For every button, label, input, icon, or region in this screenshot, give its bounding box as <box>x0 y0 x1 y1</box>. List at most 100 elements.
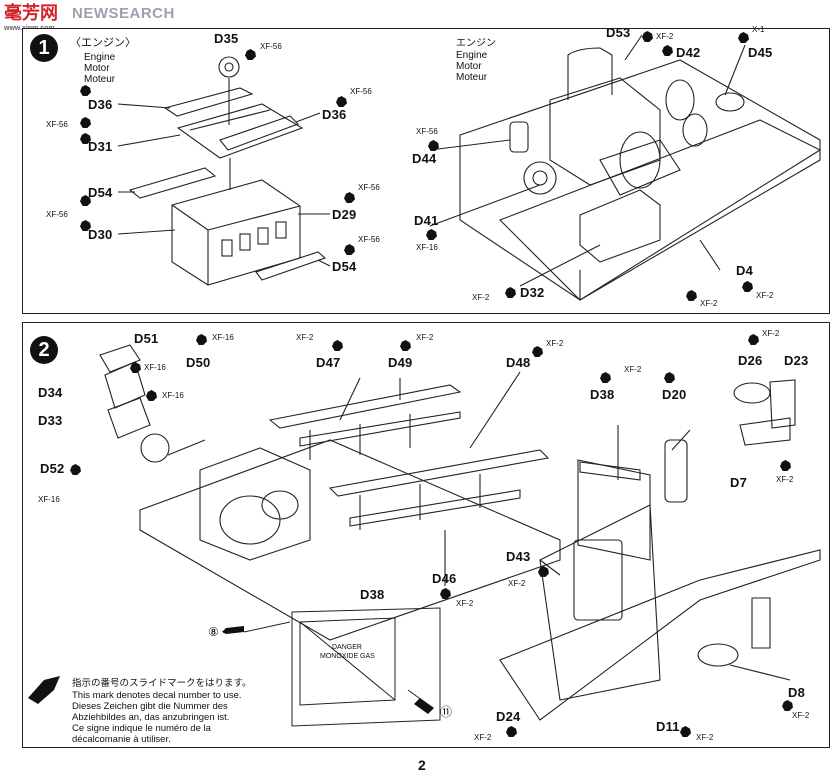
part-label-d53: D53 <box>606 25 631 40</box>
part-label-d38-top: D38 <box>590 387 615 402</box>
paint-drop-icon <box>80 133 91 144</box>
paint-ref-d45: X-1 <box>752 25 765 34</box>
paint-ref-d11: XF-2 <box>696 733 714 742</box>
watermark-brand: NEWSEARCH <box>72 5 175 22</box>
paint-ref-d38: XF-2 <box>624 365 642 374</box>
paint-drop-icon <box>664 372 675 383</box>
step1-title-de: Motor <box>84 63 110 74</box>
paint-ref-d36-right: XF-56 <box>350 87 372 96</box>
step1-panel <box>22 28 830 314</box>
part-label-d50: D50 <box>186 355 211 370</box>
paint-ref-d46: XF-2 <box>456 599 474 608</box>
paint-drop-icon <box>680 726 691 737</box>
part-label-d24: D24 <box>496 709 521 724</box>
paint-drop-icon <box>738 32 749 43</box>
decal-instruction-fr1: Ce signe indique le numéro de la <box>72 723 211 734</box>
part-label-d11: D11 <box>656 719 680 734</box>
paint-drop-icon <box>70 464 81 475</box>
paint-drop-icon <box>662 45 673 56</box>
paint-ref-d26: XF-2 <box>762 329 780 338</box>
paint-drop-icon <box>642 31 653 42</box>
part-label-d36-left: D36 <box>88 97 113 112</box>
paint-drop-icon <box>80 220 91 231</box>
decal-instruction-fr2: décalcomanie à utiliser. <box>72 734 171 745</box>
paint-drop-icon <box>748 334 759 345</box>
part-label-d49: D49 <box>388 355 413 370</box>
paint-ref-d52: XF-16 <box>38 495 60 504</box>
paint-ref-d48: XF-2 <box>546 339 564 348</box>
part-label-d4: D4 <box>736 263 754 278</box>
paint-ref-d4: XF-2 <box>756 291 774 300</box>
part-label-d26: D26 <box>738 353 763 368</box>
decal-instruction-en: This mark denotes decal number to use. <box>72 690 242 701</box>
step2-panel <box>22 322 830 748</box>
paint-drop-icon <box>80 117 91 128</box>
paint-drop-icon <box>742 281 753 292</box>
paint-ref-bottom: XF-2 <box>700 299 718 308</box>
part-label-d36-right: D36 <box>322 107 347 122</box>
paint-drop-icon <box>505 287 516 298</box>
step1-right-title-fr: Moteur <box>456 72 488 83</box>
part-label-d46: D46 <box>432 571 457 586</box>
paint-ref-d7: XF-2 <box>776 475 794 484</box>
paint-drop-icon <box>538 566 549 577</box>
decal-number-8: ⑧ <box>208 625 219 639</box>
paint-ref-d34: XF-16 <box>162 391 184 400</box>
step1-number: 1 <box>30 34 58 62</box>
paint-drop-icon <box>686 290 697 301</box>
paint-drop-icon <box>400 340 411 351</box>
part-label-d30: D30 <box>88 227 113 242</box>
step1-title-en: Engine <box>84 52 116 63</box>
part-label-d51: D51 <box>134 331 159 346</box>
step1-right-title-en: Engine <box>456 50 488 61</box>
paint-ref-d44: XF-56 <box>416 127 438 136</box>
paint-ref-d51: XF-16 <box>144 363 166 372</box>
paint-ref-d30: XF-56 <box>46 210 68 219</box>
part-label-d33: D33 <box>38 413 63 428</box>
part-label-d54-bottom: D54 <box>332 259 357 274</box>
step1-title-jp: 〈エンジン〉 <box>70 37 136 49</box>
decal-plate-line2: MONOXIDE GAS <box>320 653 375 660</box>
paint-ref-d53: XF-2 <box>656 32 674 41</box>
part-label-d29: D29 <box>332 207 357 222</box>
step1-right-title-de: Motor <box>456 61 482 72</box>
part-label-d45: D45 <box>748 45 773 60</box>
part-label-d23: D23 <box>784 353 809 368</box>
paint-drop-icon <box>344 244 355 255</box>
paint-drop-icon <box>428 140 439 151</box>
part-label-d35: D35 <box>214 31 239 46</box>
paint-ref-d54-bottom: XF-56 <box>358 235 380 244</box>
part-label-d32: D32 <box>520 285 545 300</box>
decal-instruction-de1: Dieses Zeichen gibt die Nummer des <box>72 701 228 712</box>
paint-drop-icon <box>130 362 141 373</box>
paint-drop-icon <box>782 700 793 711</box>
step2-number: 2 <box>30 336 58 364</box>
paint-drop-icon <box>506 726 517 737</box>
decal-number-11: ⑪ <box>440 705 453 719</box>
paint-drop-icon <box>600 372 611 383</box>
paint-ref-d49: XF-2 <box>416 333 434 342</box>
step1-right-title-jp: エンジン <box>456 38 496 49</box>
paint-drop-icon <box>80 85 91 96</box>
decal-instruction-de2: Abziehbildes an, das anzubringen ist. <box>72 712 230 723</box>
paint-ref-d32: XF-2 <box>472 293 490 302</box>
part-label-d34: D34 <box>38 385 63 400</box>
paint-ref-d29: XF-56 <box>358 183 380 192</box>
part-label-d31: D31 <box>88 139 113 154</box>
part-label-d42: D42 <box>676 45 701 60</box>
paint-drop-icon <box>332 340 343 351</box>
paint-ref-d8: XF-2 <box>792 711 810 720</box>
part-label-d44: D44 <box>412 151 437 166</box>
paint-drop-icon <box>80 195 91 206</box>
paint-drop-icon <box>146 390 157 401</box>
part-label-d52: D52 <box>40 461 65 476</box>
paint-drop-icon <box>245 49 256 60</box>
paint-drop-icon <box>780 460 791 471</box>
part-label-d54-top: D54 <box>88 185 113 200</box>
part-label-d43: D43 <box>506 549 531 564</box>
part-label-d41: D41 <box>414 213 439 228</box>
page-number: 2 <box>418 757 426 773</box>
part-label-d7: D7 <box>730 475 748 490</box>
paint-ref-d50: XF-16 <box>212 333 234 342</box>
part-label-d8: D8 <box>788 685 806 700</box>
